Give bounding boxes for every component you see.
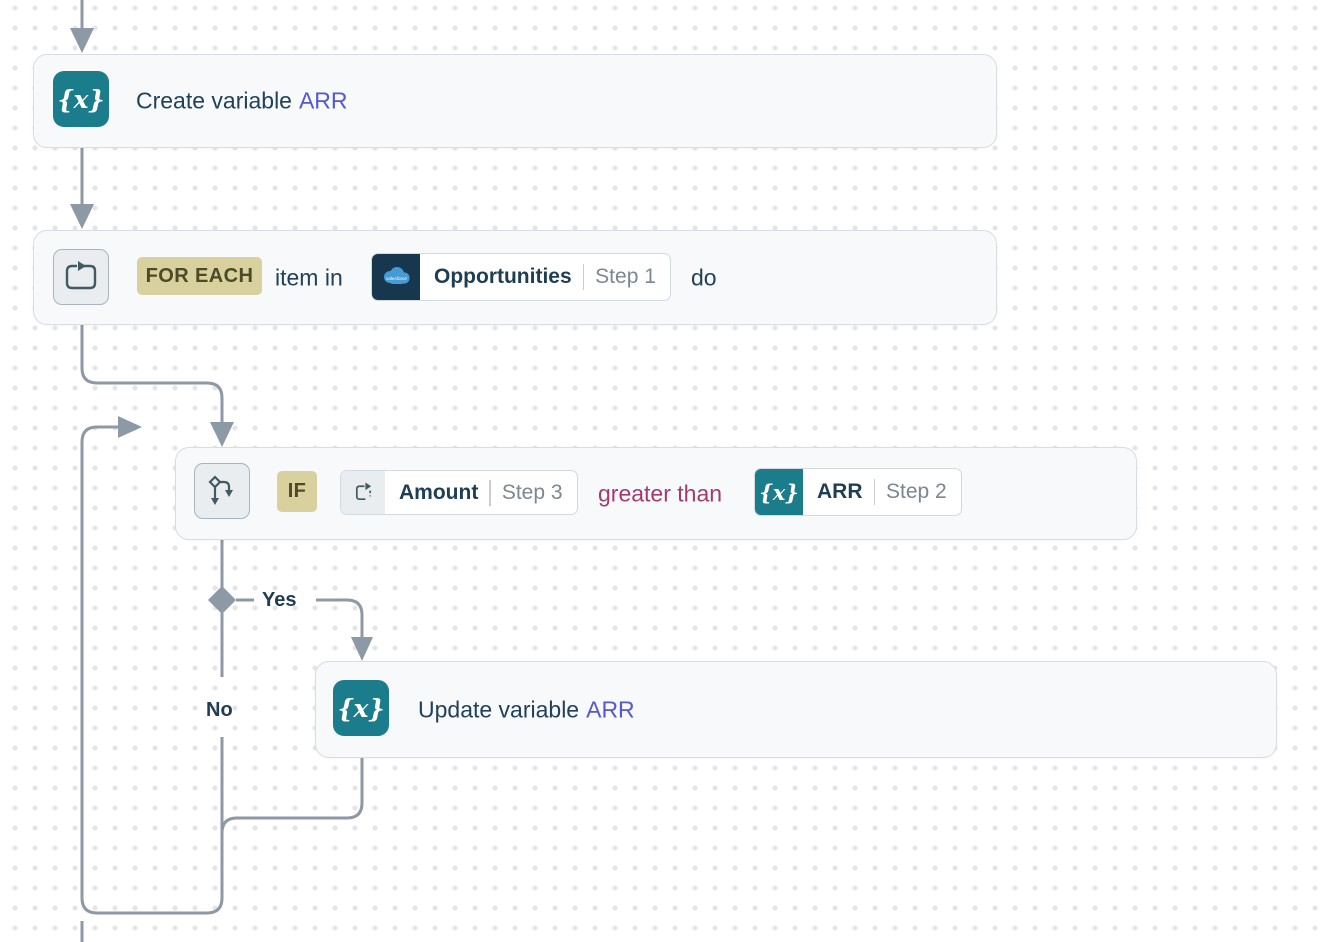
connector-update-out bbox=[220, 756, 364, 860]
variable-glyph: {x} bbox=[759, 479, 799, 505]
if-badge: IF bbox=[277, 471, 317, 512]
chip-name: Amount bbox=[399, 480, 479, 504]
variable-icon: {x} bbox=[53, 71, 109, 127]
do-text: do bbox=[691, 264, 717, 290]
branch-label-no: No bbox=[206, 699, 233, 721]
chip-name: Opportunities bbox=[434, 265, 572, 288]
salesforce-wordmark: salesforce bbox=[386, 276, 407, 281]
node-title-text: Create variable bbox=[136, 87, 292, 114]
variable-glyph: {x} bbox=[57, 84, 105, 114]
step-chip-opportunities[interactable]: salesforce Opportunities Step 1 bbox=[371, 253, 671, 301]
item-in-text: item in bbox=[275, 264, 343, 290]
branch-diamond bbox=[208, 586, 236, 614]
condition-operator: greater than bbox=[598, 480, 723, 506]
arrowhead-into-foreach bbox=[70, 204, 94, 229]
step-chip-arr[interactable]: {x} ARR Step 2 bbox=[754, 468, 962, 516]
connector-foreach-to-if bbox=[80, 323, 224, 424]
variable-icon: {x} bbox=[755, 469, 803, 515]
chip-divider bbox=[873, 479, 875, 505]
branch-icon bbox=[208, 475, 233, 505]
chip-divider bbox=[489, 479, 491, 506]
loop-icon bbox=[65, 261, 97, 290]
node-if[interactable]: IF Amount Step 3 greater than {x} ARR St… bbox=[175, 447, 1137, 540]
variable-name: ARR bbox=[298, 87, 348, 114]
node-title-text: Update variable bbox=[418, 696, 580, 722]
arrowhead-into-if bbox=[210, 422, 234, 447]
chip-step: Step 2 bbox=[886, 480, 947, 503]
node-for-each[interactable]: FOR EACH item in salesforce Opportunitie… bbox=[33, 230, 997, 325]
branch-label-yes: Yes bbox=[262, 589, 297, 611]
arrowhead-into-create bbox=[70, 28, 94, 53]
loop-step-button[interactable] bbox=[53, 249, 109, 305]
branch-step-button[interactable] bbox=[194, 463, 250, 519]
arrowhead-into-update bbox=[351, 637, 373, 661]
salesforce-icon: salesforce bbox=[372, 254, 420, 300]
variable-icon: {x} bbox=[333, 680, 389, 736]
chip-step: Step 3 bbox=[501, 480, 563, 504]
for-each-badge: FOR EACH bbox=[137, 257, 262, 295]
chip-divider bbox=[582, 264, 585, 290]
variable-glyph: {x} bbox=[337, 693, 385, 723]
step-chip-amount[interactable]: Amount Step 3 bbox=[340, 470, 578, 515]
chip-step: Step 1 bbox=[595, 265, 656, 288]
chip-name: ARR bbox=[817, 480, 863, 503]
connector-yes-right bbox=[316, 598, 364, 639]
arrowhead-loopback bbox=[118, 416, 142, 438]
loop-item-icon bbox=[341, 471, 385, 514]
connector-loopback bbox=[80, 425, 224, 915]
variable-name: ARR bbox=[586, 696, 635, 722]
